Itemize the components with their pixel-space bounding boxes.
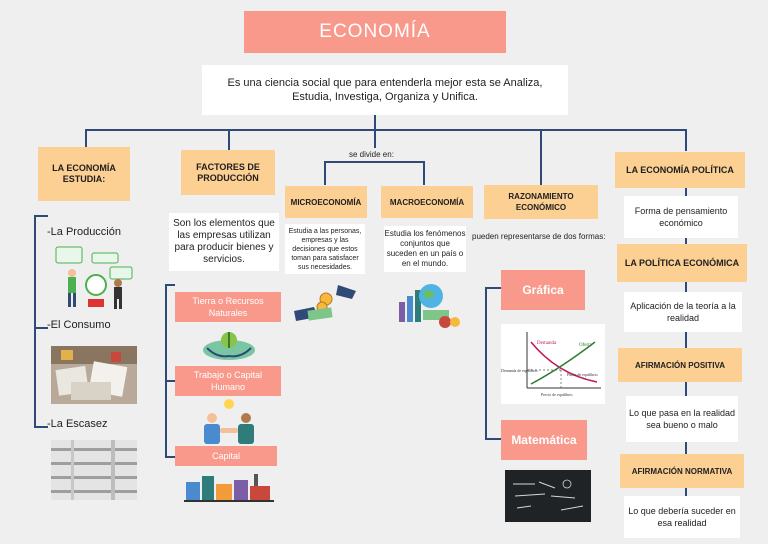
connector-line [324,161,326,185]
connector-line [540,129,542,185]
connector-line [165,284,167,458]
macro-header: MACROECONOMÍA [381,186,473,218]
connector-line [423,161,425,185]
right-header-normative-statement: AFIRMACIÓN NORMATIVA [620,454,744,488]
page-title: ECONOMÍA [244,11,506,53]
right-text-positive-statement: Lo que pasa en la realidad sea bueno o m… [626,396,738,442]
connector-line [485,287,487,439]
connector-line [324,161,424,163]
right-header-political-economy: LA ECONOMÍA POLÍTICA [615,152,745,188]
list-item-scarcity: -La Escasez [47,418,108,430]
list-item-consumption: -El Consumo [47,319,111,331]
production-illustration [52,245,136,311]
connector-line [685,129,687,151]
right-text-economic-policy: Aplicación de la teoría a la realidad [624,292,742,332]
factor-labor: Trabajo o Capital Humano [175,366,281,396]
connector-line [165,456,175,458]
graph-right-label: Punto de equilibrio [567,372,598,377]
handshake-icon [198,398,260,446]
right-text-normative-statement: Lo que debería suceder en esa realidad [624,496,740,538]
connector-line [228,129,230,150]
connector-line [85,129,686,131]
right-text-political-economy: Forma de pensamiento económico [624,196,738,238]
connector-line [374,115,376,130]
hands-plant-icon [199,326,259,362]
studies-header: LA ECONOMÍA ESTUDIA: [38,147,130,201]
factor-capital: Capital [175,446,277,466]
graph-demand-label: Demanda [537,341,557,346]
definition-box: Es una ciencia social que para entenderl… [202,65,568,115]
connector-line [34,215,36,427]
connector-line [165,380,175,382]
connector-line [34,215,48,217]
factor-land: Tierra o Recursos Naturales [175,292,281,322]
consumption-photo [51,346,137,404]
money-exchange-icon [292,281,362,327]
supply-demand-graph: Demanda Oferta Demanda de equilibrio Pun… [501,324,605,404]
factors-header: FACTORES DE PRODUCCIÓN [181,150,275,195]
reasoning-label: pueden representarse de dos formas: [472,232,606,241]
globe-money-icon [397,282,461,330]
reasoning-header: RAZONAMIENTO ECONÓMICO [484,185,598,219]
connector-line [485,438,501,440]
micro-header: MICROECONOMÍA [285,186,367,218]
connector-line [34,426,48,428]
form-math: Matemática [501,420,587,460]
factors-description: Son los elementos que las empresas utili… [169,213,279,271]
graph-supply-label: Oferta [579,343,593,348]
connector-line [34,327,48,329]
list-item-production: -La Producción [47,226,121,238]
connector-line [85,129,87,148]
connector-line [485,287,501,289]
graph-left-label: Demanda de equilibrio [501,368,538,373]
micro-description: Estudia a las personas, empresas y las d… [285,224,365,274]
chalkboard-photo [505,470,591,522]
connector-line [165,284,175,286]
connector-line [374,129,376,148]
scarcity-photo [51,440,137,500]
form-graphic: Gráfica [501,270,585,310]
macro-description: Estudia los fenómenos conjuntos que suce… [384,226,466,272]
right-header-economic-policy: LA POLÍTICA ECONÓMICA [617,244,747,282]
divides-label: se divide en: [349,150,394,159]
factory-icon [184,470,274,502]
graph-bottom-label: Precio de equilibrio [541,392,573,397]
right-header-positive-statement: AFIRMACIÓN POSITIVA [618,348,742,382]
